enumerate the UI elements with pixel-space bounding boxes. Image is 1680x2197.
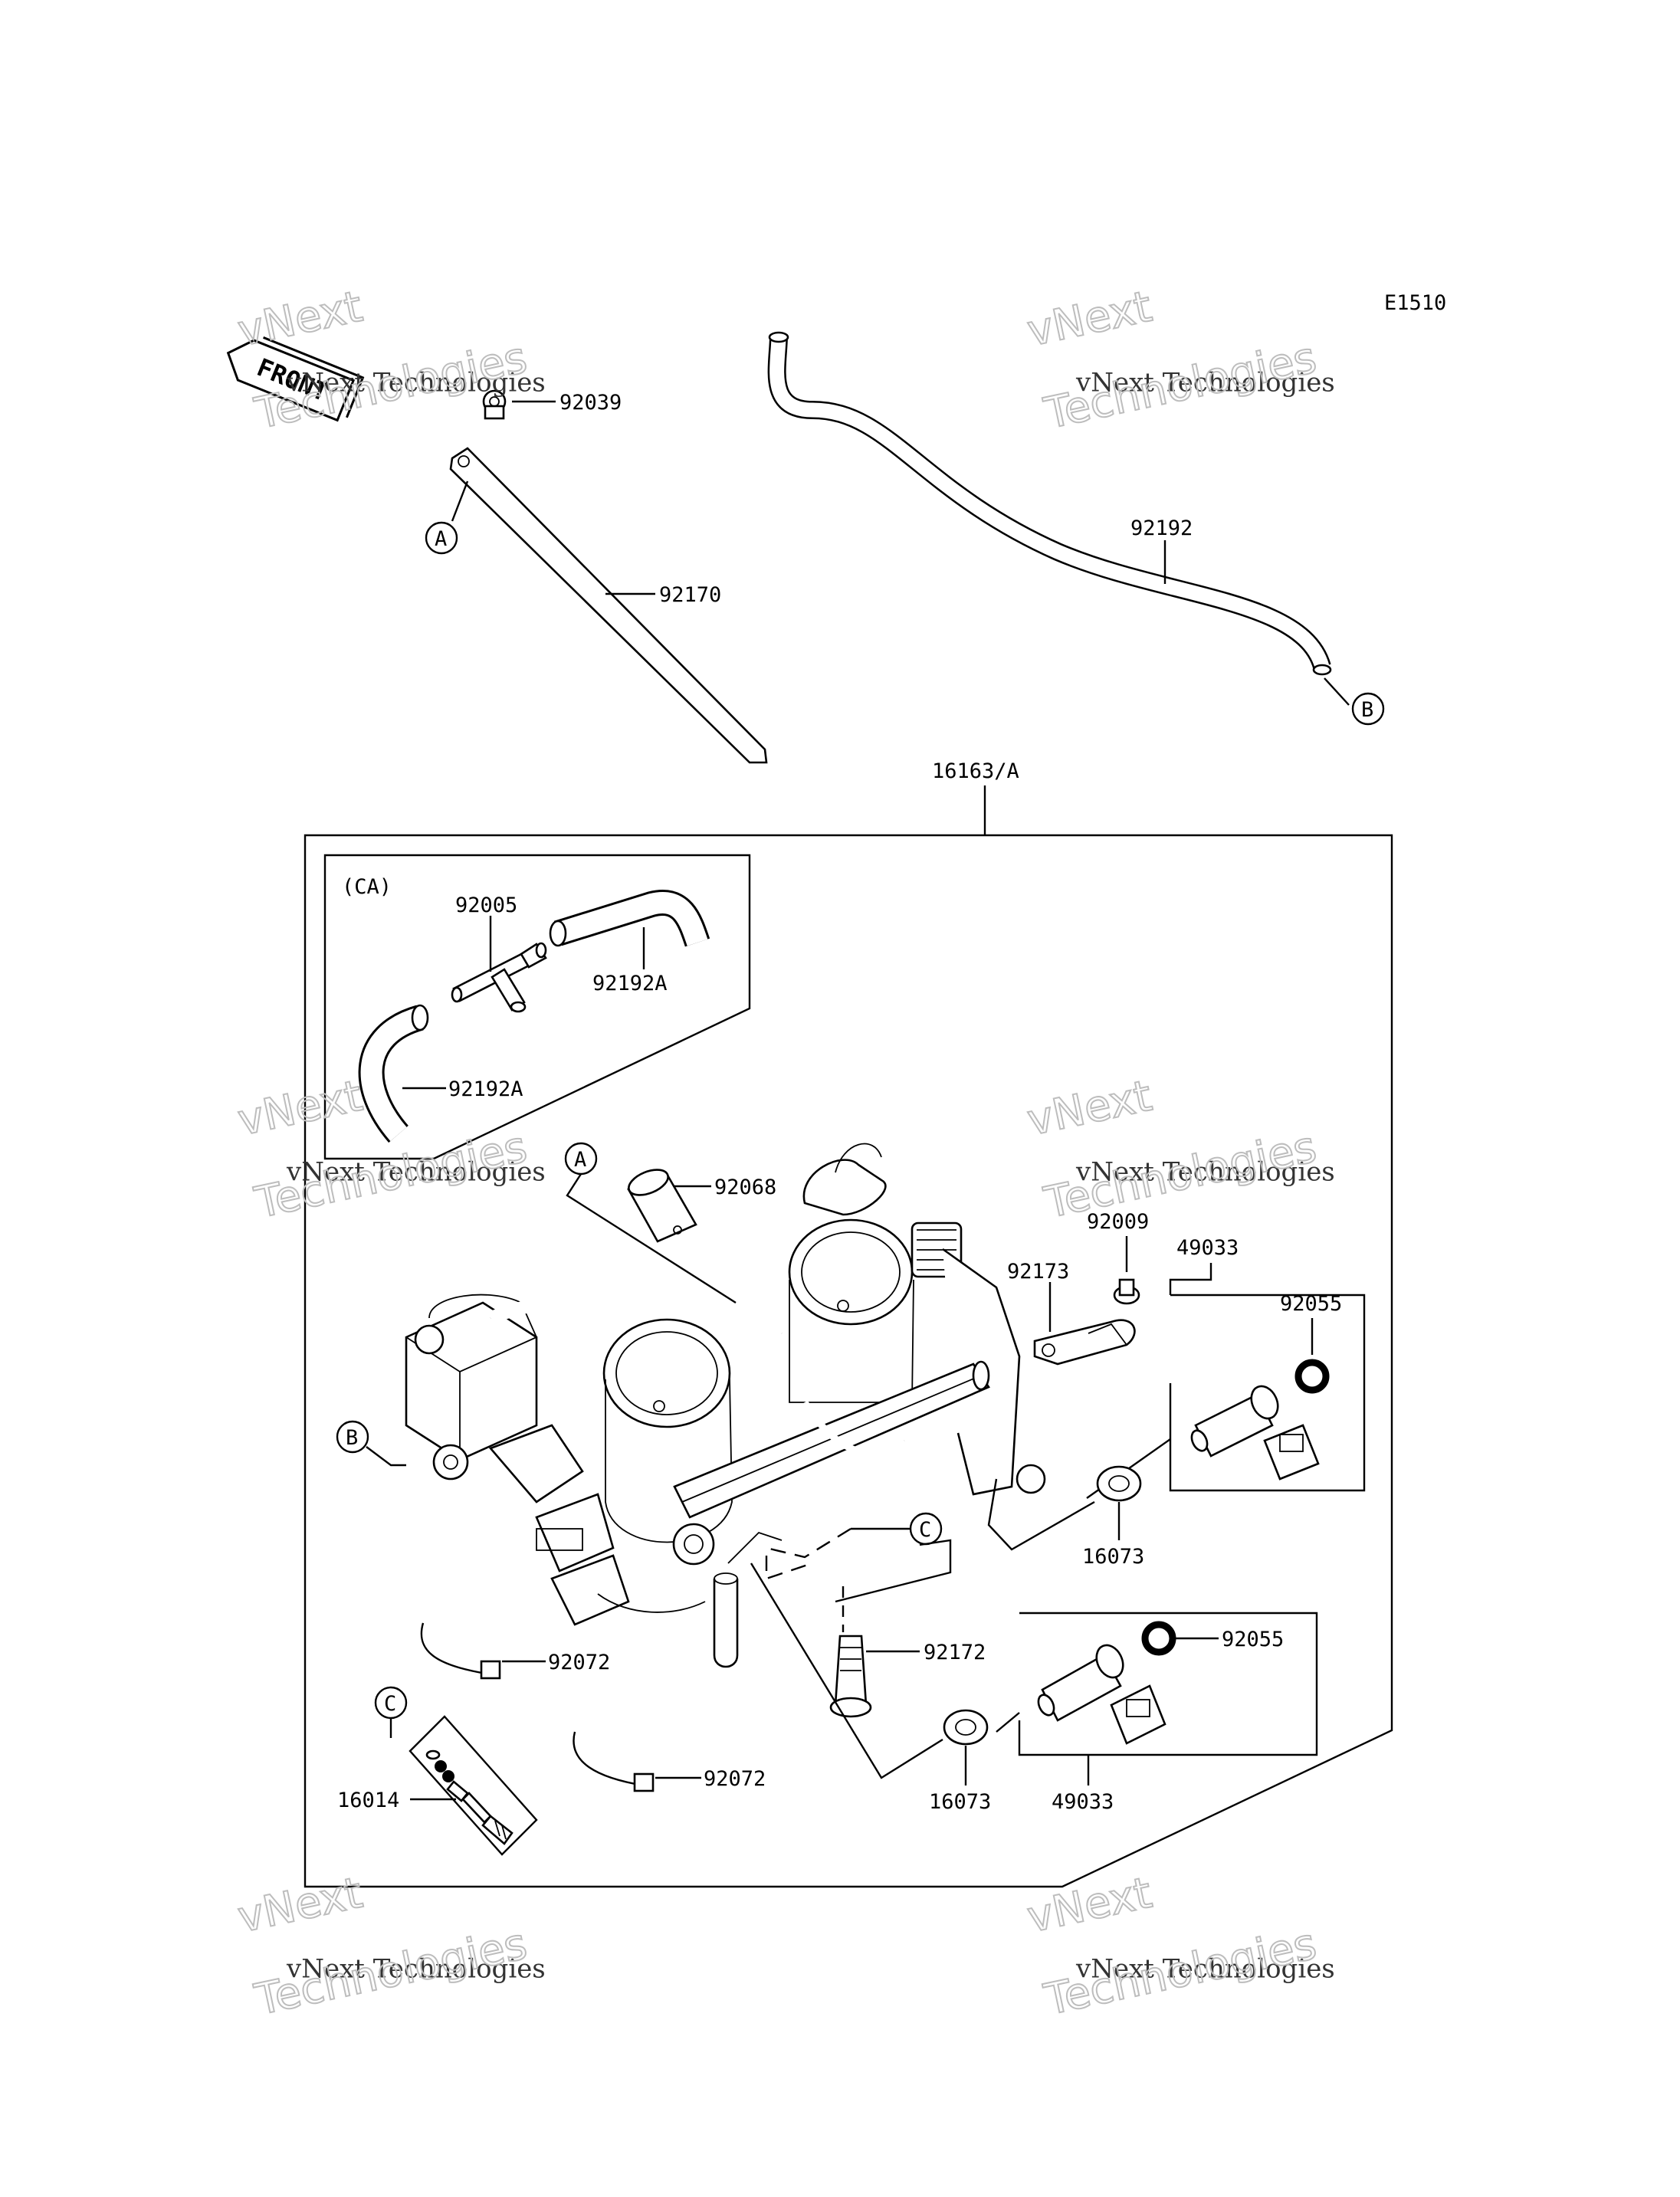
part-92072-tie-upper [419,1591,546,1680]
label-16073-2: 16073 [929,1790,991,1814]
part-49033-injector-lower [1037,1644,1166,1745]
callout-C-upper-text: C [919,1518,931,1542]
injector-box-lower [1018,1612,1318,1756]
label-49033-2: 49033 [1052,1790,1114,1814]
callout-A-top [425,521,458,555]
label-16014: 16014 [337,1789,399,1812]
svg-text:vNext Technologies: vNext Technologies [1075,368,1335,398]
callout-A-top-text: A [435,527,447,551]
callout-B-lower [336,1420,369,1454]
svg-text:vNext: vNext [1023,282,1157,357]
label-92173: 92173 [1007,1260,1069,1284]
watermark-top-right: vNext vNext Technologies Technologies [1022,281,1335,440]
callout-B-top-text: B [1361,698,1373,722]
part-92170-strap [449,447,768,764]
part-92068-cap [627,1169,711,1243]
part-49033-injector-upper [1190,1385,1320,1481]
washer-16073-upper [1096,1465,1142,1502]
label-49033-1: 49033 [1176,1236,1239,1260]
part-16014-screw-kit [425,1749,514,1845]
svg-text:vNext Technologies: vNext Technologies [286,1157,546,1188]
part-92172-screw [829,1586,920,1718]
watermark-mid-left: vNext vNext Technologies Technologies [233,1071,546,1229]
watermark-bottom-right: vNext vNext Technologies Technologies [1022,1867,1335,2026]
label-92170: 92170 [659,583,721,607]
label-16073-1: 16073 [1082,1545,1144,1569]
injector-box-upper [1169,1294,1366,1492]
washer-16073-lower [943,1709,989,1746]
part-92072-tie-lower [571,1698,701,1792]
watermark-mid-right: vNext vNext Technologies Technologies [1022,1071,1335,1229]
watermark-bottom-left: vNext vNext Technologies Technologies [233,1867,546,2026]
part-92009-bolt [1113,1236,1140,1305]
throttle-body-assembly [405,1143,1046,1668]
label-92039: 92039 [559,391,622,415]
label-92055-2: 92055 [1222,1628,1284,1651]
svg-text:vNext: vNext [234,1071,367,1146]
svg-text:vNext: vNext [1023,1868,1157,1943]
kit-16014-frame [409,1715,538,1856]
part-92039-bolt [482,389,556,420]
svg-text:Technologies: Technologies [1040,1919,1321,2025]
svg-text:vNext: vNext [234,1868,367,1943]
callout-C-lower-text: C [384,1692,396,1716]
assembly-frame [304,834,1393,1888]
diagram-code: E1510 [1384,291,1446,315]
part-92192-hose [767,331,1350,706]
part-92173-clamp [1033,1282,1136,1366]
svg-text:vNext Technologies: vNext Technologies [1075,1157,1335,1188]
callout-B-lower-text: B [346,1426,358,1450]
label-92192: 92192 [1130,516,1193,540]
svg-text:vNext: vNext [234,282,367,357]
label-92068: 92068 [714,1176,776,1199]
label-92172: 92172 [924,1641,986,1664]
label-92009: 92009 [1087,1210,1149,1234]
svg-text:vNext Technologies: vNext Technologies [286,368,546,398]
label-92005: 92005 [455,894,517,917]
part-92192A-lower-hose [358,1004,446,1143]
o-ring-92055-upper [1294,1359,1330,1394]
ca-subassembly-box [323,854,751,1160]
svg-text:Technologies: Technologies [1040,1122,1321,1228]
label-92192A-2: 92192A [448,1077,523,1101]
svg-text:Technologies: Technologies [1040,333,1321,439]
o-ring-92055-lower [1141,1621,1176,1656]
svg-text:vNext Technologies: vNext Technologies [286,1954,546,1985]
label-92192A-1: 92192A [592,972,668,995]
label-92055-1: 92055 [1280,1292,1342,1316]
svg-text:vNext: vNext [1023,1071,1157,1146]
svg-text:vNext Technologies: vNext Technologies [1075,1954,1335,1985]
callout-B-top [1351,692,1385,726]
label-16163A: 16163/A [932,759,1019,783]
callout-CA: (CA) [342,875,392,899]
callout-A-lower-text: A [574,1148,586,1172]
part-92005-tee-joint [451,916,547,1013]
svg-text:Technologies: Technologies [251,1919,531,2025]
label-92072-1: 92072 [548,1651,610,1674]
label-92072-2: 92072 [704,1767,766,1791]
part-92192A-upper-hose [549,890,710,969]
